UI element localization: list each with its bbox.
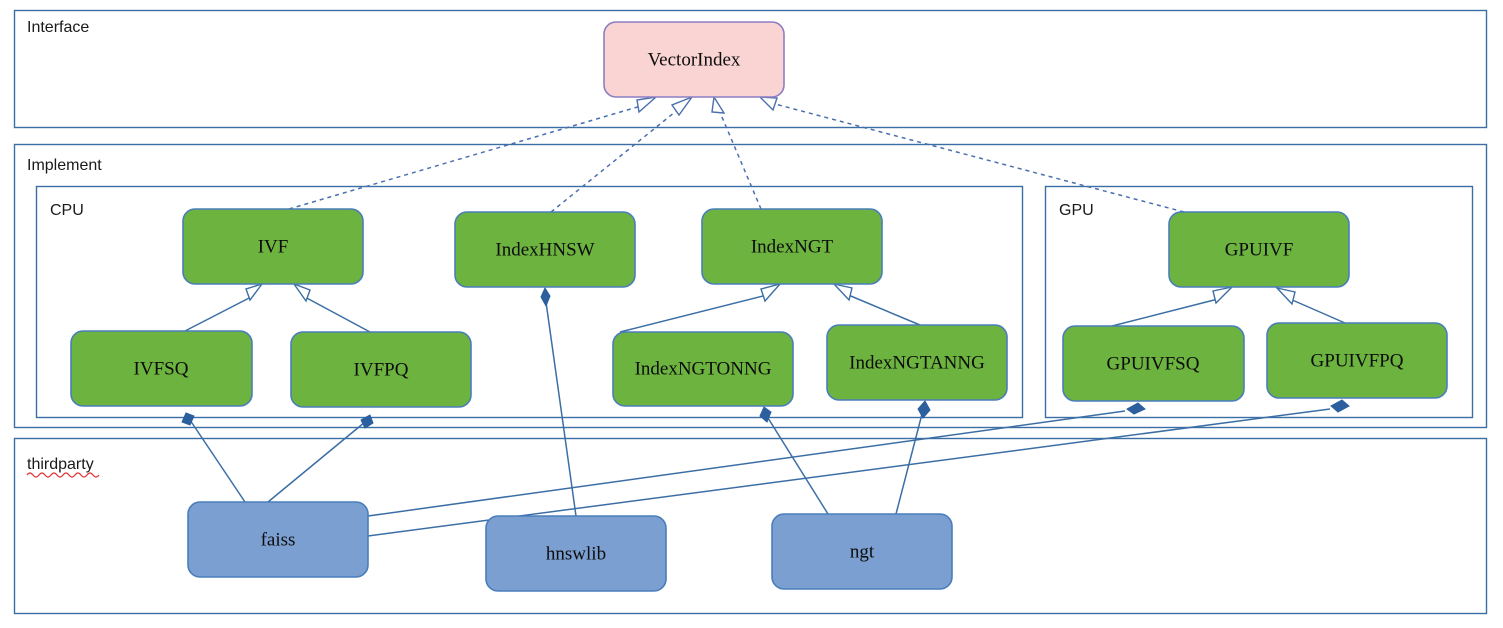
node-gpuivfsq[interactable]: GPUIVFSQ (1062, 325, 1245, 402)
node-indexngt-label: IndexNGT (751, 236, 834, 257)
edge-ivfpq-ivf (292, 282, 371, 333)
node-indexngtanng[interactable]: IndexNGTANNG (826, 324, 1008, 401)
node-hnswlib-box[interactable] (485, 515, 667, 592)
edge-faiss-gpuivfpq (367, 399, 1350, 537)
edge-indexngtanng-indexngt (831, 282, 921, 326)
edge-gpuivfpq-gpuivf (1274, 286, 1346, 324)
node-indexhnsw-label: IndexHNSW (495, 239, 594, 260)
node-ivf-label: IVF (258, 236, 289, 257)
node-hnswlib[interactable]: hnswlib (485, 515, 667, 592)
group-cpu-label: CPU (50, 202, 84, 219)
node-gpuivf-label: GPUIVF (1225, 239, 1294, 260)
node-gpuivfpq-box[interactable] (1266, 322, 1448, 399)
node-ngt-label: ngt (850, 541, 875, 562)
node-indexngtanng-label: IndexNGTANNG (849, 352, 985, 373)
node-ivfsq[interactable]: IVFSQ (70, 330, 253, 407)
node-ivf-box[interactable] (182, 208, 364, 285)
node-indexngtonng-label: IndexNGTONNG (635, 358, 772, 379)
node-gpuivfsq-box[interactable] (1062, 325, 1245, 402)
node-faiss[interactable]: faiss (187, 501, 369, 578)
node-gpuivf[interactable]: GPUIVF (1168, 211, 1350, 288)
edges-realization (288, 94, 1185, 213)
edges-generalization (184, 282, 1346, 333)
node-gpuivf-box[interactable] (1168, 211, 1350, 288)
node-indexngtonng-box[interactable] (612, 331, 794, 407)
group-thirdparty-label: thirdparty (27, 456, 94, 473)
node-faiss-box[interactable] (187, 501, 369, 578)
edge-indexngt-vectorindex (711, 94, 762, 210)
node-ivfpq-label: IVFPQ (354, 359, 409, 380)
node-ngt-box[interactable] (771, 513, 953, 590)
node-ivfpq[interactable]: IVFPQ (290, 331, 472, 408)
node-ivfsq-label: IVFSQ (134, 358, 189, 379)
node-indexngtonng[interactable]: IndexNGTONNG (612, 331, 794, 407)
node-ivfpq-box[interactable] (290, 331, 472, 408)
node-gpuivfpq[interactable]: GPUIVFPQ (1266, 322, 1448, 399)
node-indexngt[interactable]: IndexNGT (701, 208, 883, 285)
edge-ivfsq-ivf (184, 282, 264, 332)
node-gpuivfpq-label: GPUIVFPQ (1311, 350, 1404, 371)
node-gpuivfsq-label: GPUIVFSQ (1107, 353, 1200, 374)
edges-composition (181, 286, 1350, 537)
node-ivfsq-box[interactable] (70, 330, 253, 407)
node-indexngtanng-box[interactable] (826, 324, 1008, 401)
node-vectorindex-box[interactable] (603, 21, 785, 98)
edge-ngt-indexngtonng (759, 406, 829, 515)
edge-faiss-ivfsq (181, 412, 246, 503)
node-ngt[interactable]: ngt (771, 513, 953, 590)
edge-indexngtonng-indexngt (619, 282, 783, 333)
edge-gpuivfsq-gpuivf (1111, 285, 1235, 327)
group-implement-label: Implement (27, 157, 102, 174)
node-indexngt-box[interactable] (701, 208, 883, 285)
edge-hnswlib-indexhnsw (540, 286, 577, 517)
node-vectorindex[interactable]: VectorIndex (603, 21, 785, 98)
edge-faiss-gpuivfsq (367, 402, 1146, 517)
node-indexhnsw-box[interactable] (454, 211, 636, 288)
spellcheck-underline-icon (26, 472, 100, 478)
edge-ivf-vectorindex (288, 95, 659, 210)
node-faiss-label: faiss (261, 529, 296, 550)
edge-faiss-ivfpq (267, 414, 374, 503)
node-ivf[interactable]: IVF (182, 208, 364, 285)
edge-indexhnsw-vectorindex (550, 95, 694, 213)
node-indexhnsw[interactable]: IndexHNSW (454, 211, 636, 288)
node-vectorindex-label: VectorIndex (648, 49, 741, 70)
group-interface-label: Interface (27, 19, 89, 36)
group-gpu-label: GPU (1059, 202, 1094, 219)
node-hnswlib-label: hnswlib (546, 543, 606, 564)
edge-ngt-indexngtanng (895, 400, 931, 515)
